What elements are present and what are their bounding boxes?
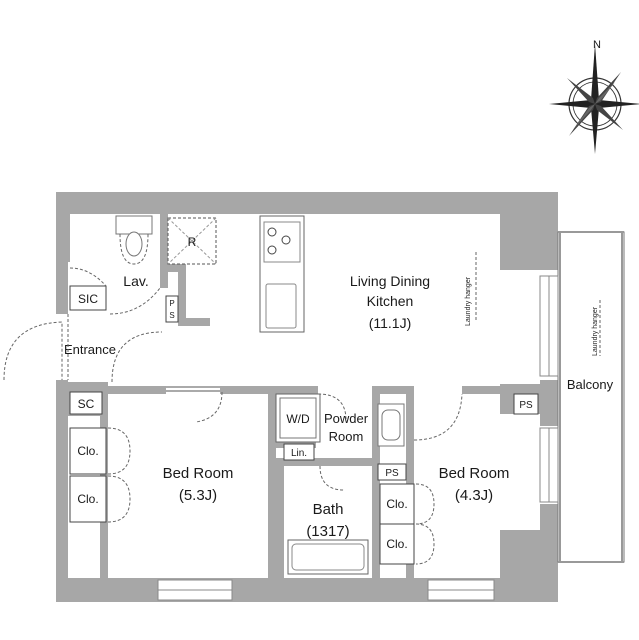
powder-door-swing xyxy=(317,393,347,421)
sc-label: SC xyxy=(78,397,95,411)
sic-box xyxy=(69,285,107,311)
powder-room-line2: Room xyxy=(329,429,364,444)
closet-4 xyxy=(379,523,415,565)
closet-1 xyxy=(69,427,107,475)
closet-4-label: Clo. xyxy=(386,537,407,551)
ldk-name-line2: Kitchen xyxy=(367,293,414,309)
sic-label: SIC xyxy=(78,292,98,306)
bathtub-icon xyxy=(287,539,369,575)
kitchen-counter xyxy=(259,215,305,333)
closet-1-door-swing xyxy=(107,427,131,475)
bedroom2-name: Bed Room xyxy=(439,465,510,482)
closet-3-door-swing xyxy=(415,483,435,525)
lav-door-swing xyxy=(109,287,161,315)
toilet-icon xyxy=(115,215,153,265)
bath-size: (1317) xyxy=(306,523,349,540)
compass-rose-icon xyxy=(549,44,639,154)
entrance-label: Entrance xyxy=(64,342,116,357)
gas-stove-icon xyxy=(267,227,291,255)
bedroom2-door-swing xyxy=(413,393,463,441)
ps-small-label-p: P xyxy=(169,299,174,308)
bath-name: Bath xyxy=(313,501,344,518)
ps-small-label-s: S xyxy=(169,311,174,320)
washing-machine-icon xyxy=(279,397,317,439)
closet-2 xyxy=(69,475,107,523)
bedroom1-size: (5.3J) xyxy=(179,487,217,504)
balcony xyxy=(557,231,625,563)
closet-2-label: Clo. xyxy=(77,492,98,506)
ps-mid-label: PS xyxy=(385,468,399,479)
bedroom2-size: (4.3J) xyxy=(455,487,493,504)
closet-4-door-swing xyxy=(415,523,435,565)
balcony-laundry-hanger-label: Laundry hanger xyxy=(592,306,599,356)
bedroom1-door-swing xyxy=(195,391,223,423)
ps-mid-box xyxy=(377,463,407,481)
linen-box xyxy=(283,443,315,461)
ps-small-box xyxy=(165,295,179,323)
entrance-door-swing xyxy=(3,321,63,381)
sic-door-swing xyxy=(69,267,107,287)
refrigerator xyxy=(167,217,217,265)
balcony-label: Balcony xyxy=(567,377,614,392)
ps-right-label: PS xyxy=(519,400,533,411)
entrance-inner-door-swing xyxy=(111,331,163,383)
closet-3-label: Clo. xyxy=(386,497,407,511)
bath-door-swing xyxy=(319,465,345,491)
closet-1-label: Clo. xyxy=(77,444,98,458)
ldk-name-line1: Living Dining xyxy=(350,273,430,289)
linen-label: Lin. xyxy=(291,448,307,459)
refrigerator-label: R xyxy=(188,235,197,249)
wd-label: W/D xyxy=(286,412,310,426)
sink-icon xyxy=(377,403,405,447)
sc-box xyxy=(69,391,103,415)
windows xyxy=(157,275,559,601)
bedroom1-name: Bed Room xyxy=(163,465,234,482)
closet-2-door-swing xyxy=(107,475,131,523)
ps-right-box xyxy=(513,393,539,415)
indoor-laundry-hanger-label: Laundry hanger xyxy=(465,276,472,326)
ldk-size: (11.1J) xyxy=(369,315,412,331)
compass-north-label: N xyxy=(593,39,601,51)
lav-label: Lav. xyxy=(123,273,148,289)
